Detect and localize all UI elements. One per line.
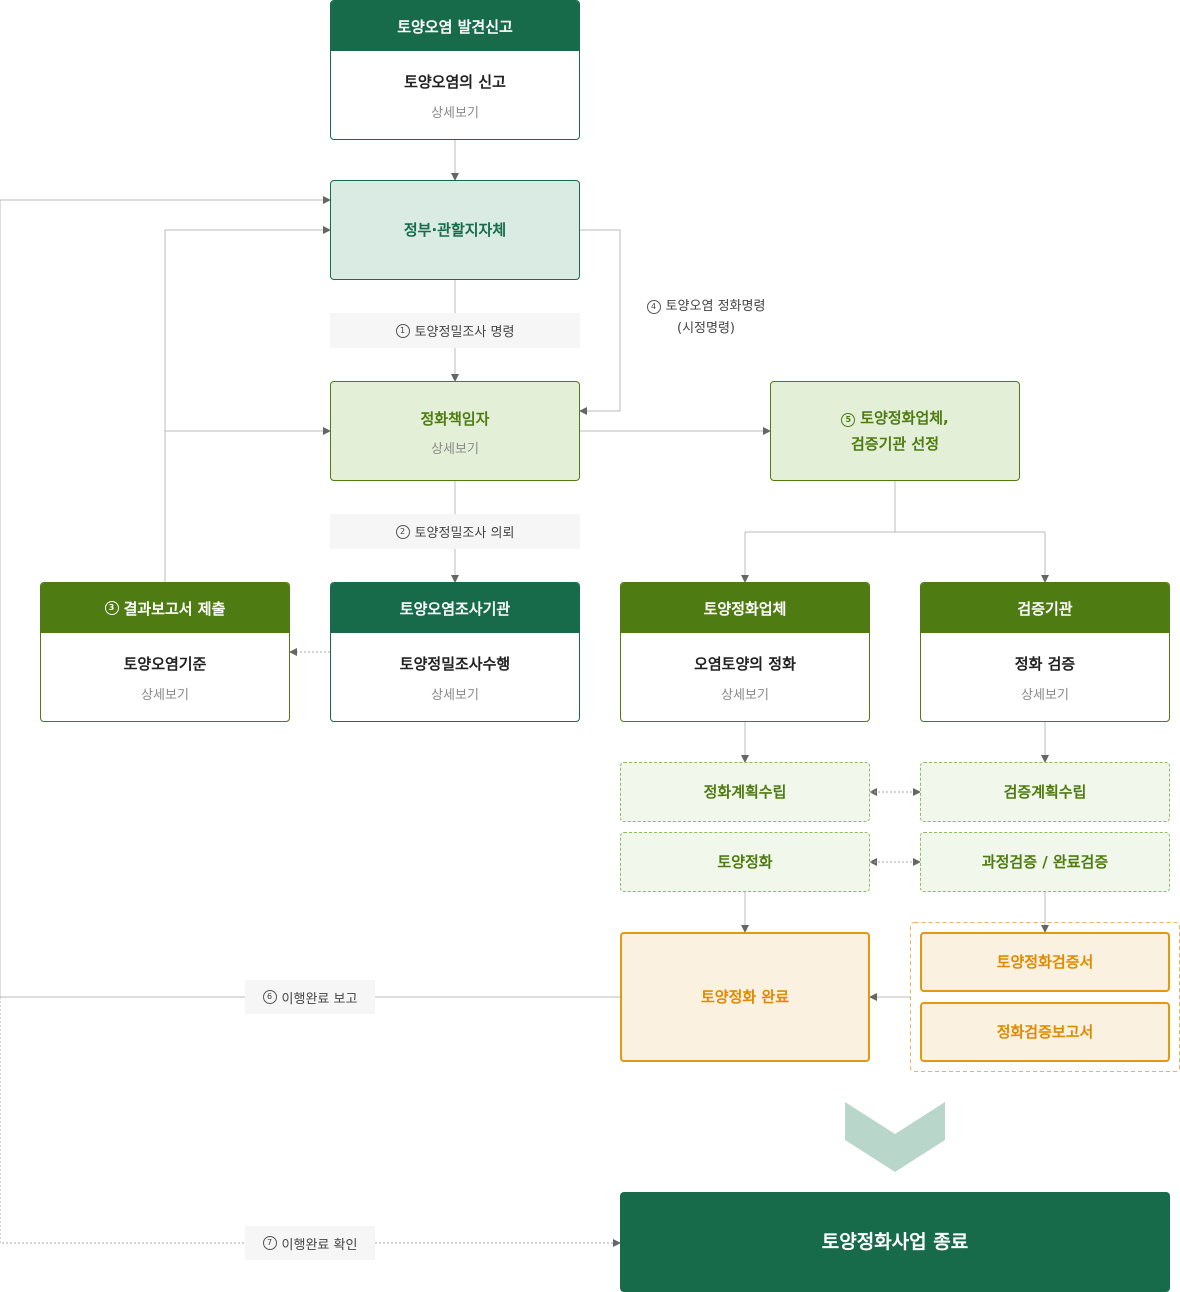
result-header: 3 결과보고서 제출 (41, 583, 289, 633)
step2-label: 2 토양정밀조사 의뢰 (330, 514, 580, 549)
process-right-box: 과정검증 / 완료검증 (920, 832, 1170, 892)
result-detail-link[interactable]: 상세보기 (141, 688, 189, 703)
complete-box: 토양정화 완료 (620, 932, 870, 1062)
verify-report-title: 정화검증보고서 (996, 1023, 1094, 1041)
step5-line2: 검증기관 선정 (850, 435, 940, 453)
step1-text: 토양정밀조사 명령 (414, 325, 515, 340)
step7-text: 이행완료 확인 (281, 1237, 358, 1253)
process-left-title: 토양정화 (717, 853, 773, 871)
step6-number: 6 (262, 990, 277, 1004)
process-left-box: 토양정화 (620, 832, 870, 892)
verifier-title: 정화 검증 (1014, 655, 1076, 673)
step5-line1: 토양정화업체, (860, 409, 949, 427)
step2-text: 토양정밀조사 의뢰 (414, 526, 515, 541)
company-detail-link[interactable]: 상세보기 (721, 688, 769, 703)
plan-right-box: 검증계획수립 (920, 762, 1170, 822)
plan-left-box: 정화계획수립 (620, 762, 870, 822)
step2-number: 2 (395, 524, 410, 539)
step4-note: 4 토양오염 정화명령 (시정명령) (636, 296, 776, 340)
step6-text: 이행완료 보고 (281, 991, 358, 1007)
step1-label: 1 토양정밀조사 명령 (330, 313, 580, 348)
verifier-header: 검증기관 (921, 583, 1169, 633)
step7-number: 7 (262, 1236, 277, 1250)
step3-number: 3 (104, 601, 119, 615)
company-header: 토양정화업체 (621, 583, 869, 633)
final-title: 토양정화사업 종료 (821, 1231, 969, 1253)
step4-number: 4 (646, 300, 661, 314)
report-title: 토양오염의 신고 (404, 73, 506, 91)
responsible-box: 정화책임자 상세보기 (330, 381, 580, 481)
verifier-detail-link[interactable]: 상세보기 (1021, 688, 1069, 703)
step4-line2: (시정명령) (677, 321, 735, 336)
survey-detail-link[interactable]: 상세보기 (431, 688, 479, 703)
report-card: 토양오염 발견신고 토양오염의 신고 상세보기 (330, 0, 580, 140)
survey-card: 토양오염조사기관 토양정밀조사수행 상세보기 (330, 582, 580, 722)
report-header: 토양오염 발견신고 (331, 1, 579, 51)
step6-label: 6 이행완료 보고 (245, 980, 375, 1014)
cert-title: 토양정화검증서 (996, 953, 1094, 971)
cert-box: 토양정화검증서 (920, 932, 1170, 992)
company-card: 토양정화업체 오염토양의 정화 상세보기 (620, 582, 870, 722)
company-title: 오염토양의 정화 (694, 655, 796, 673)
plan-right-title: 검증계획수립 (1003, 783, 1087, 801)
result-title: 토양오염기준 (123, 655, 207, 673)
verify-report-box: 정화검증보고서 (920, 1002, 1170, 1062)
gov-title: 정부·관할지자체 (403, 221, 507, 239)
final-box: 토양정화사업 종료 (620, 1192, 1170, 1292)
verifier-card: 검증기관 정화 검증 상세보기 (920, 582, 1170, 722)
step7-label: 7 이행완료 확인 (245, 1226, 375, 1260)
responsible-detail-link[interactable]: 상세보기 (431, 441, 479, 457)
step1-number: 1 (395, 323, 410, 338)
complete-title: 토양정화 완료 (700, 988, 790, 1006)
plan-left-title: 정화계획수립 (703, 783, 787, 801)
result-header-text: 결과보고서 제출 (123, 599, 226, 618)
step5-number: 5 (841, 413, 856, 427)
survey-title: 토양정밀조사수행 (399, 655, 511, 673)
step4-line1: 토양오염 정화명령 (665, 299, 766, 314)
step5-box: 5 토양정화업체, 검증기관 선정 (770, 381, 1020, 481)
report-detail-link[interactable]: 상세보기 (431, 106, 479, 121)
process-right-title: 과정검증 / 완료검증 (981, 853, 1109, 871)
chevron-down-icon (845, 1102, 945, 1172)
gov-box: 정부·관할지자체 (330, 180, 580, 280)
survey-header: 토양오염조사기관 (331, 583, 579, 633)
responsible-title: 정화책임자 (420, 409, 490, 428)
result-card: 3 결과보고서 제출 토양오염기준 상세보기 (40, 582, 290, 722)
